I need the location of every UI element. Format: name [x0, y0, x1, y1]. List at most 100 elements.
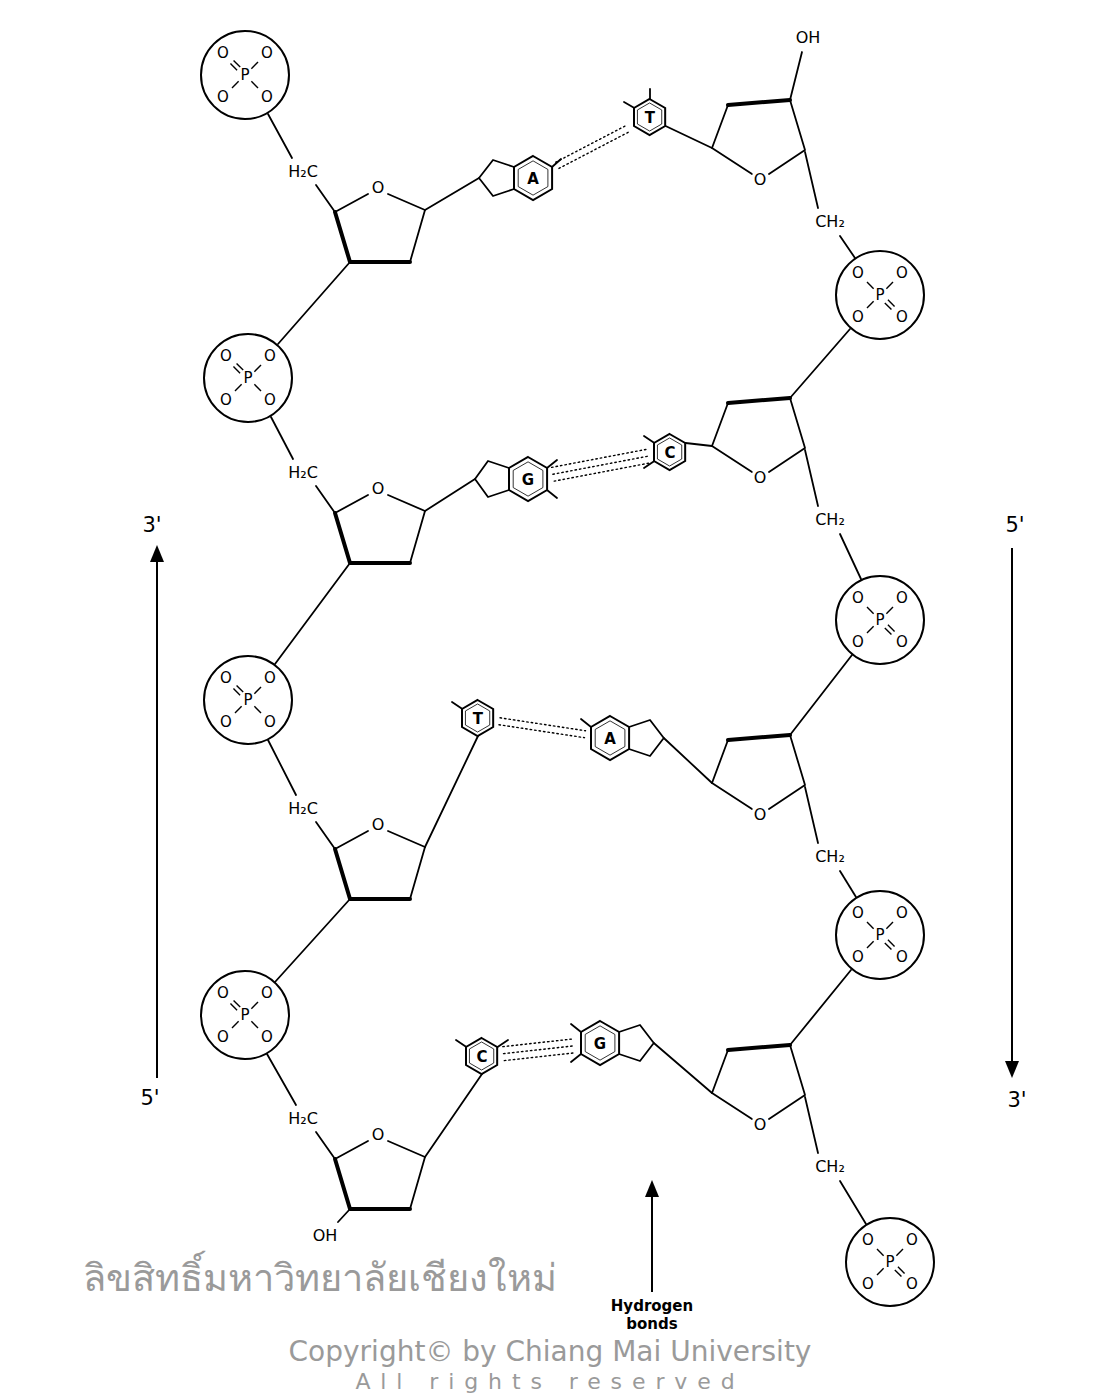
backbone-bond-part — [790, 52, 802, 100]
double-bond — [233, 367, 240, 374]
atom-label: O — [371, 1127, 386, 1143]
double-bond — [234, 1000, 241, 1007]
direction-arrow-part — [645, 1180, 659, 1197]
hexagon-inner — [658, 438, 682, 466]
atom-label: O — [753, 172, 768, 188]
phosphate-circle — [836, 891, 924, 979]
base-letter: G — [522, 472, 534, 487]
double-bond — [233, 689, 240, 696]
hexagon — [509, 457, 547, 501]
atom-label: CH₂ — [814, 1159, 846, 1175]
base-ring-part — [425, 178, 479, 210]
hydrogen-bond — [556, 125, 631, 169]
base-ring: C — [654, 434, 685, 470]
single-bond — [867, 282, 874, 289]
base-letter: A — [527, 171, 539, 186]
watermark: All rights reserved — [355, 1371, 744, 1393]
oxygen-atom: O — [261, 46, 273, 61]
oxygen-atom: O — [217, 46, 229, 61]
phosphate-circle — [204, 334, 292, 422]
base-ring-part — [479, 160, 514, 196]
watermark: Copyright© by Chiang Mai University — [289, 1338, 812, 1366]
phosphate-circle — [846, 1218, 934, 1306]
single-bond — [251, 1021, 258, 1028]
strand-end-label: 5' — [1005, 515, 1024, 536]
oxygen-atom: O — [217, 90, 229, 105]
single-bond — [877, 1249, 884, 1256]
single-bond — [232, 81, 239, 88]
oxygen-atom: O — [220, 715, 232, 730]
sugar-rings-part — [316, 185, 425, 262]
phosphorus-atom: P — [240, 68, 249, 83]
hexagon — [654, 434, 685, 470]
base-ring-part — [425, 736, 478, 847]
phosphate-circle — [836, 576, 924, 664]
direction-arrow-part — [156, 560, 158, 1078]
double-bond — [895, 1270, 902, 1277]
oxygen-atom: O — [896, 906, 908, 921]
dotted-bond — [504, 1053, 575, 1061]
hydrogen-bond — [503, 1039, 576, 1061]
backbone-bond-part — [271, 417, 293, 459]
oxygen-atom: O — [217, 986, 229, 1001]
oxygen-atom: O — [261, 1030, 273, 1045]
strand-end-label: 3' — [142, 515, 161, 536]
hexagon — [591, 716, 629, 760]
double-bond — [237, 685, 244, 692]
double-bond — [237, 363, 244, 370]
backbone-bond-part — [268, 114, 292, 158]
base-letter: C — [664, 445, 675, 460]
single-bond — [232, 1021, 239, 1028]
double-bond — [230, 64, 237, 71]
hexagon — [634, 99, 665, 135]
atom-label: O — [371, 481, 386, 497]
single-bond — [886, 282, 893, 289]
sugar-rings-part — [316, 1132, 425, 1209]
base-ring-part — [644, 436, 654, 443]
dotted-bond — [553, 456, 649, 474]
base-ring-part — [498, 1040, 508, 1047]
single-bond — [867, 626, 874, 633]
atom-label: O — [753, 807, 768, 823]
phosphate-group: OOPOO — [202, 654, 294, 746]
strand-end-label: 3' — [1007, 1090, 1026, 1111]
oxygen-atom: O — [852, 906, 864, 921]
phosphorus-atom: P — [885, 1255, 894, 1270]
dotted-bond — [504, 1046, 575, 1054]
base-ring: T — [462, 700, 493, 736]
oxygen-atom: O — [896, 591, 908, 606]
double-bond — [885, 628, 892, 635]
atom-label: H₂C — [287, 1111, 319, 1127]
phosphorus-atom: P — [240, 1008, 249, 1023]
dotted-bond — [559, 131, 631, 168]
hexagon-inner — [513, 462, 543, 496]
oxygen-atom: O — [852, 591, 864, 606]
oxygen-atom: O — [264, 393, 276, 408]
oxygen-atom: O — [862, 1277, 874, 1292]
phosphorus-atom: P — [875, 613, 884, 628]
oxygen-atom: O — [906, 1277, 918, 1292]
base-ring-part — [452, 702, 462, 709]
single-bond — [254, 365, 261, 372]
sugar-rings-part — [712, 398, 818, 506]
hexagon-inner — [585, 1026, 615, 1060]
base-ring-part — [649, 89, 651, 99]
callout-label: Hydrogen bonds — [607, 1297, 697, 1333]
single-bond — [867, 301, 874, 308]
direction-arrow-part — [1011, 548, 1013, 1062]
oxygen-atom: O — [906, 1233, 918, 1248]
phosphate-group: OOPOO — [199, 29, 291, 121]
oxygen-atom: O — [896, 266, 908, 281]
atom-label: O — [371, 180, 386, 196]
base-ring-part — [666, 126, 712, 148]
sugar-rings-part — [712, 1045, 818, 1153]
hexagon-inner — [466, 704, 490, 732]
sugar-rings — [316, 100, 818, 1209]
base-ring: G — [581, 1021, 619, 1065]
double-bond — [888, 300, 895, 307]
hydrogen-bond — [499, 718, 586, 738]
sugar-rings-part — [712, 735, 818, 843]
single-bond — [867, 922, 874, 929]
